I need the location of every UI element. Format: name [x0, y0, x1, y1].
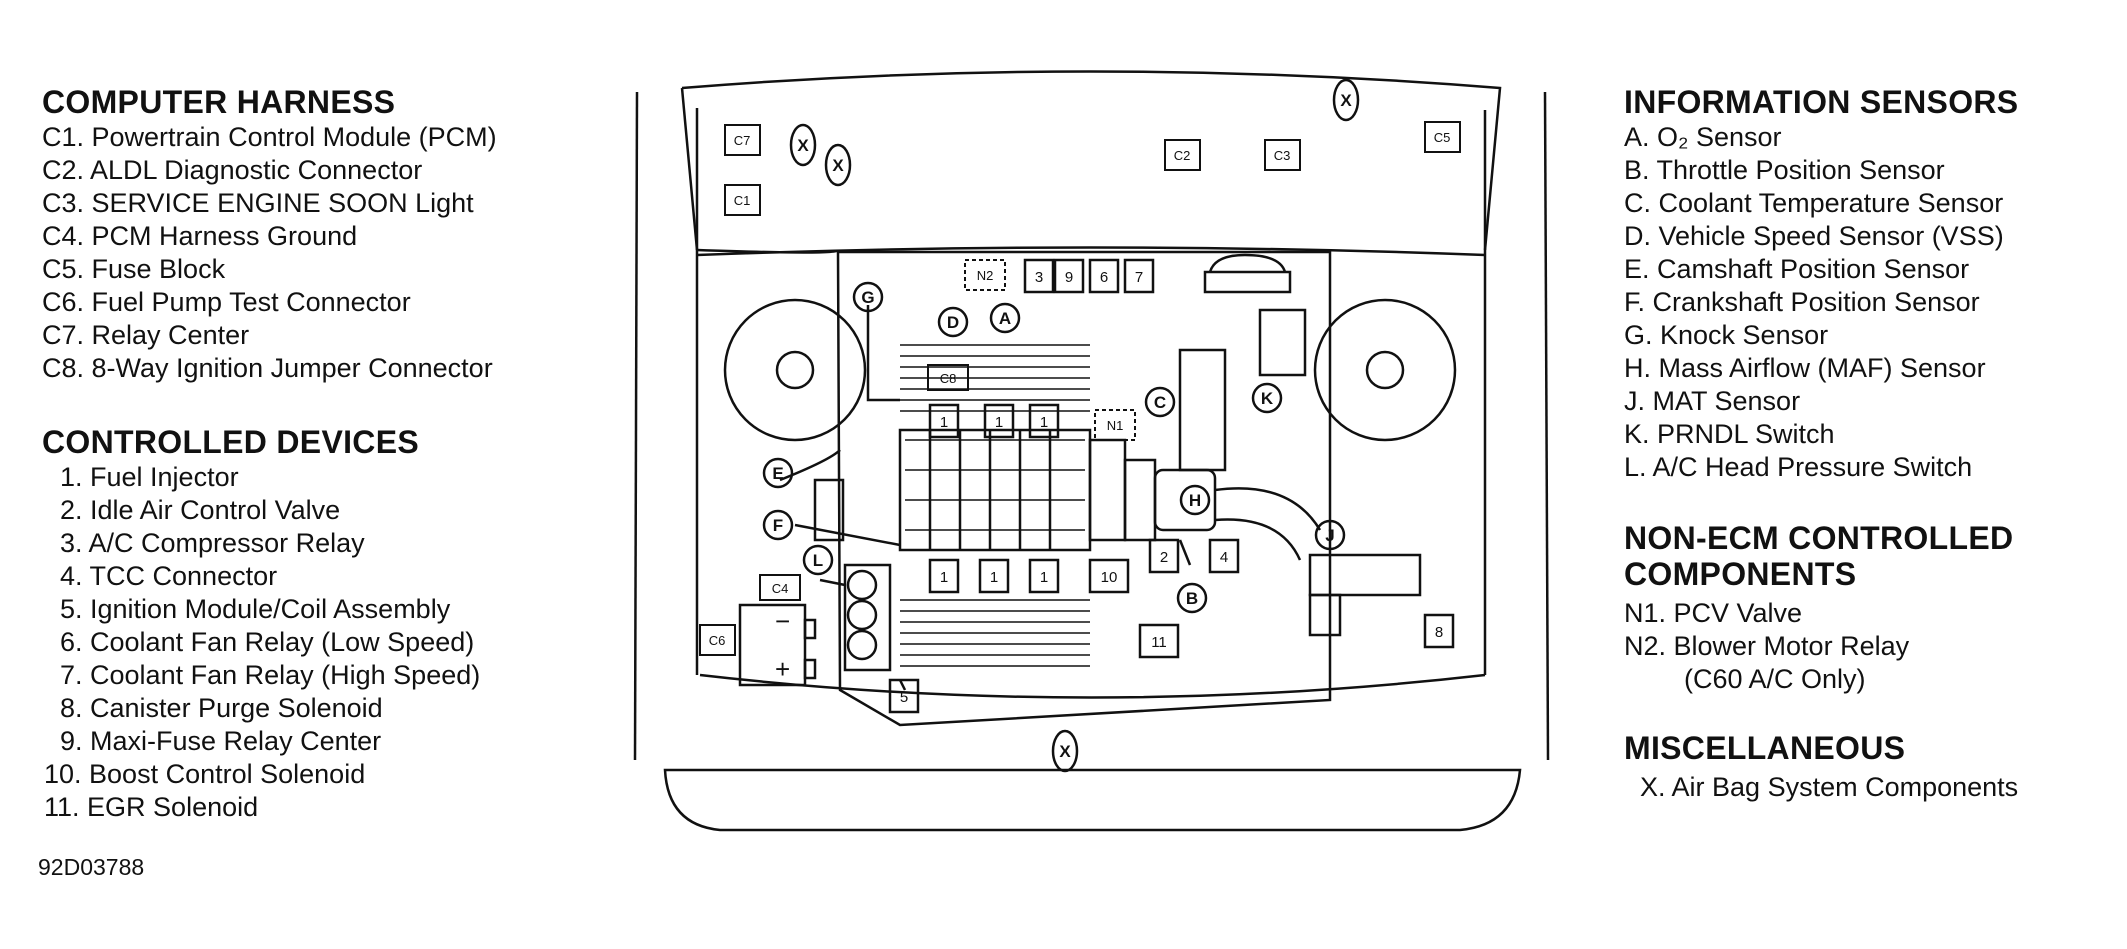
misc-item: X. Air Bag System Components — [1640, 772, 2019, 802]
sensor-label: H — [1189, 491, 1201, 510]
airbag-label: X — [832, 156, 844, 175]
device-label: 1 — [1040, 414, 1048, 431]
sensor-item: G. Knock Sensor — [1624, 320, 1829, 350]
device-label: 1 — [995, 414, 1003, 431]
sensor-item: F. Crankshaft Position Sensor — [1624, 287, 1980, 317]
connector-label: C3 — [1274, 148, 1291, 163]
sensor-item: A. O₂ Sensor — [1624, 122, 1782, 152]
sensor-label: C — [1154, 393, 1166, 412]
connector-label: C6 — [709, 633, 726, 648]
connector-label: C8 — [940, 371, 957, 386]
device-label: 7 — [1135, 269, 1143, 286]
device-item: 8. Canister Purge Solenoid — [60, 693, 383, 723]
non-ecm-heading-line2: COMPONENTS — [1624, 556, 1857, 592]
airbag-label: X — [1059, 742, 1071, 761]
sensor-item: C. Coolant Temperature Sensor — [1624, 188, 2004, 218]
sensor-label: A — [999, 309, 1011, 328]
device-item: 11. EGR Solenoid — [44, 792, 259, 822]
device-item: 6. Coolant Fan Relay (Low Speed) — [60, 627, 475, 657]
connector-label: C5 — [1434, 130, 1451, 145]
device-label: 4 — [1220, 549, 1228, 566]
sensor-item: J. MAT Sensor — [1624, 386, 1801, 416]
device-label: 1 — [990, 569, 998, 586]
sensor-label: G — [861, 288, 874, 307]
sensor-label: L — [813, 551, 823, 570]
sensor-label: B — [1186, 589, 1198, 608]
connector-label: C7 — [734, 133, 751, 148]
sensor-label: D — [947, 313, 959, 332]
controlled-devices-heading: CONTROLLED DEVICES — [42, 424, 419, 460]
airbag-label: X — [797, 136, 809, 155]
device-label: 9 — [1065, 269, 1073, 286]
connector-label: C1 — [734, 193, 751, 208]
harness-item: C2. ALDL Diagnostic Connector — [42, 155, 423, 185]
sensor-item: K. PRNDL Switch — [1624, 419, 1835, 449]
non-ecm-label: N1 — [1107, 418, 1124, 433]
device-label: 1 — [1040, 569, 1048, 586]
device-label: 11 — [1151, 634, 1167, 651]
device-label: 1 — [940, 414, 948, 431]
computer-harness-heading: COMPUTER HARNESS — [42, 84, 396, 120]
vehicle-body-outline — [633, 70, 1550, 832]
sensor-item: L. A/C Head Pressure Switch — [1624, 452, 1973, 482]
harness-item: C5. Fuse Block — [42, 254, 226, 284]
device-item: 7. Coolant Fan Relay (High Speed) — [60, 660, 481, 690]
svg-text:+: + — [775, 654, 790, 684]
sensor-label: K — [1261, 389, 1274, 408]
device-label: 10 — [1101, 569, 1118, 586]
sensor-item: E. Camshaft Position Sensor — [1624, 254, 1970, 284]
sensor-label: E — [772, 464, 783, 483]
sensor-label: F — [773, 516, 783, 535]
harness-item: C8. 8-Way Ignition Jumper Connector — [42, 353, 493, 383]
sensor-circles — [762, 281, 1346, 614]
connector-label: C2 — [1174, 148, 1191, 163]
harness-item: C1. Powertrain Control Module (PCM) — [42, 122, 497, 152]
connector-boxes — [699, 121, 1461, 656]
airbag-label: X — [1340, 91, 1352, 110]
sensor-item: D. Vehicle Speed Sensor (VSS) — [1624, 221, 2004, 251]
non-ecm-item: N2. Blower Motor Relay — [1624, 631, 1910, 661]
non-ecm-label: N2 — [977, 268, 994, 283]
device-item: 10. Boost Control Solenoid — [44, 759, 366, 789]
non-ecm-item: N1. PCV Valve — [1624, 598, 1803, 628]
airbag-markers — [789, 78, 1360, 773]
harness-item: C4. PCM Harness Ground — [42, 221, 358, 251]
device-label: 6 — [1100, 269, 1108, 286]
device-item: 5. Ignition Module/Coil Assembly — [60, 594, 451, 624]
sensor-label: J — [1325, 526, 1334, 545]
device-item: 9. Maxi-Fuse Relay Center — [60, 726, 382, 756]
device-label: 3 — [1035, 269, 1043, 286]
non-ecm-heading-line1: NON-ECM CONTROLLED — [1624, 520, 2014, 556]
harness-item: C6. Fuel Pump Test Connector — [42, 287, 411, 317]
connector-label: C4 — [772, 581, 789, 596]
svg-text:−: − — [775, 606, 790, 636]
device-label: 5 — [900, 689, 908, 706]
harness-item: C7. Relay Center — [42, 320, 250, 350]
sensor-item: H. Mass Airflow (MAF) Sensor — [1624, 353, 1986, 383]
device-item: 3. A/C Compressor Relay — [60, 528, 365, 558]
device-item: 1. Fuel Injector — [60, 462, 239, 492]
device-boxes — [888, 258, 1455, 714]
information-sensors-heading: INFORMATION SENSORS — [1624, 84, 2019, 120]
harness-item: C3. SERVICE ENGINE SOON Light — [42, 188, 474, 218]
miscellaneous-heading: MISCELLANEOUS — [1624, 730, 1906, 766]
device-label: 2 — [1160, 549, 1168, 566]
figure-reference: 92D03788 — [38, 854, 145, 880]
engine-block: − + — [723, 250, 1457, 727]
non-ecm-item: (C60 A/C Only) — [1684, 664, 1866, 694]
sensor-item: B. Throttle Position Sensor — [1624, 155, 1945, 185]
device-item: 4. TCC Connector — [60, 561, 278, 591]
device-label: 8 — [1435, 624, 1443, 641]
device-item: 2. Idle Air Control Valve — [60, 495, 341, 525]
device-label: 1 — [940, 569, 948, 586]
